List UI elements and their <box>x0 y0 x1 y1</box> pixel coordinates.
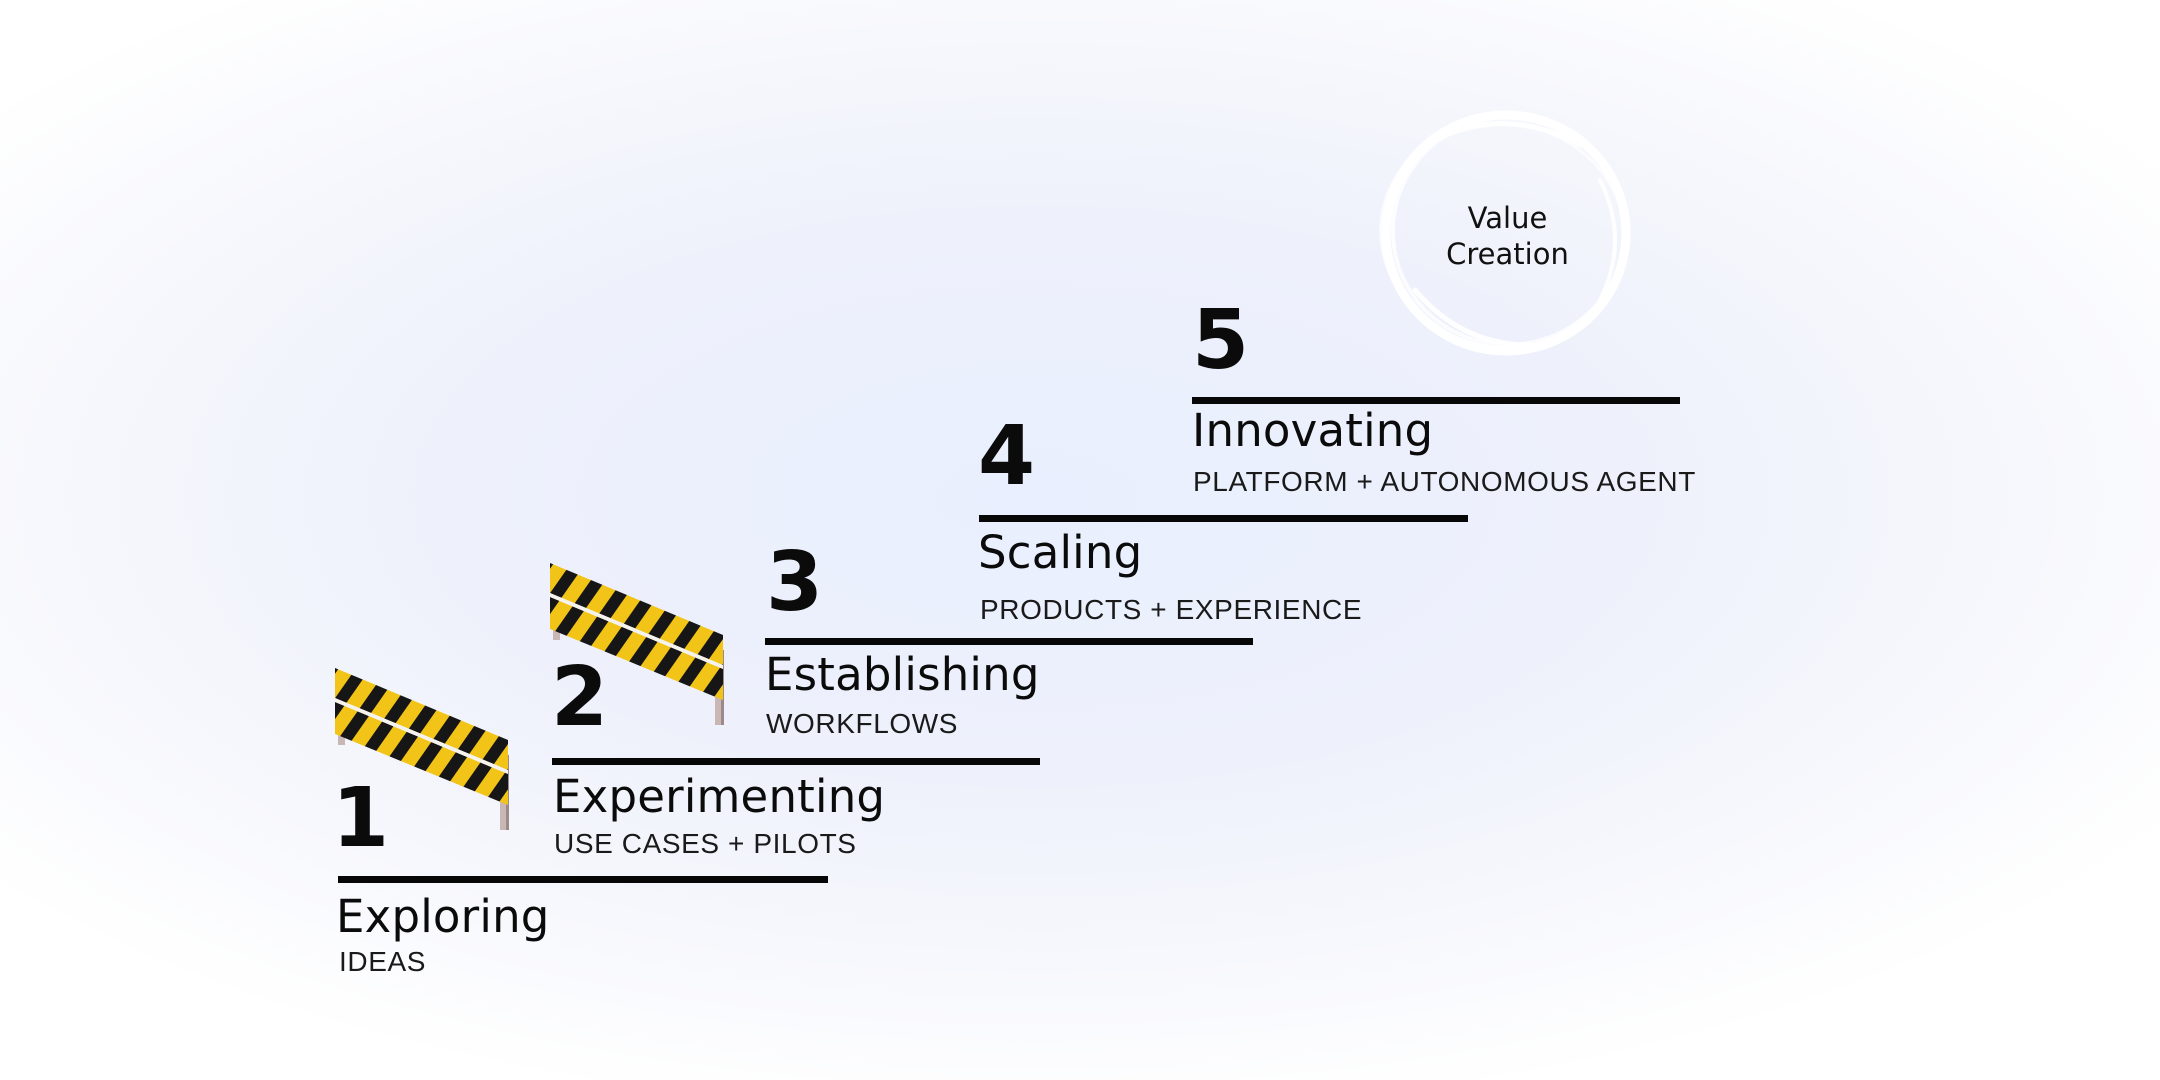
step-number: 1 <box>332 771 389 866</box>
goal-label-line1: Value <box>1467 201 1548 235</box>
step-title: Innovating <box>1192 404 1434 457</box>
step-subtitle: PRODUCTS + EXPERIENCE <box>980 594 1363 625</box>
step-title: Establishing <box>765 648 1040 701</box>
goal-circle-icon <box>1379 110 1631 356</box>
barrier-icon <box>335 668 509 830</box>
step-title: Experimenting <box>553 770 886 823</box>
step-rule <box>765 638 1253 645</box>
step-title: Scaling <box>978 526 1143 579</box>
step-rule <box>1192 397 1680 404</box>
step-rule <box>338 876 828 883</box>
step-subtitle: USE CASES + PILOTS <box>554 828 857 859</box>
step-subtitle: PLATFORM + AUTONOMOUS AGENT <box>1193 466 1696 497</box>
step-number: 3 <box>766 535 823 630</box>
step-rule <box>552 758 1040 765</box>
step-number: 4 <box>978 409 1035 504</box>
step-title: Exploring <box>336 890 550 943</box>
step-subtitle: WORKFLOWS <box>766 708 959 739</box>
barrier-icon <box>550 563 724 725</box>
step-rule <box>979 515 1468 522</box>
step-number: 5 <box>1192 293 1249 388</box>
step-subtitle: IDEAS <box>339 946 427 977</box>
goal-label-line2: Creation <box>1446 237 1569 271</box>
goal-label: Value Creation <box>1375 200 1640 272</box>
step-number: 2 <box>551 650 608 745</box>
